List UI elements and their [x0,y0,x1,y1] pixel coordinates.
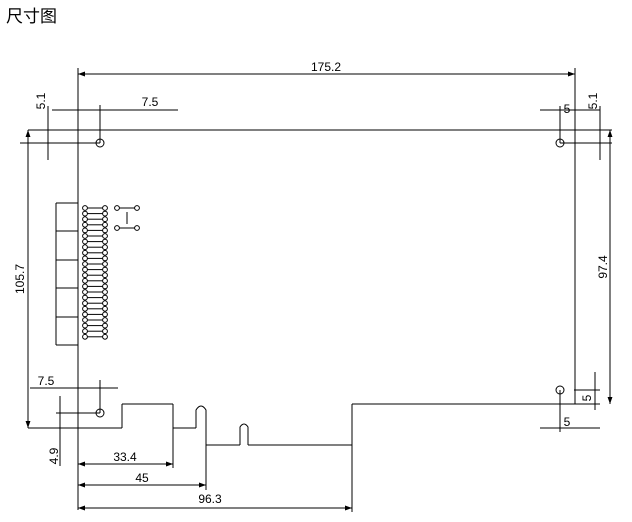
dim-bottom-right-hole-y: 5 [580,394,594,401]
port-pin-pair [82,216,108,223]
port-pin-pair [82,210,108,217]
dim-top-left-offset: 5.1 [34,92,48,109]
dim-overall-width: 175.2 [311,60,341,74]
connector-notch-1 [195,405,207,445]
port-pin-pair [82,221,108,228]
port-pin-pair [82,328,108,335]
port-pin-pair [82,249,108,256]
dim-bottom-left-hole-y: 4.9 [47,447,61,464]
dim-bottom-right-hole-x: 5 [564,415,571,429]
board-outline [28,68,612,510]
dim-connector-end: 96.3 [198,492,222,506]
port-pin-pair [82,238,108,245]
dim-slot-1: 33.4 [113,450,137,464]
port-pins [82,205,140,340]
dim-top-right-offset: 5.1 [586,92,600,109]
dim-top-left-hole-x: 7.5 [142,95,159,109]
port-pin-pair [82,233,108,239]
dim-slot-2: 45 [135,471,149,485]
port-pin-pair [82,227,108,234]
dim-height-left: 105.7 [13,264,27,294]
connector-notch-2 [239,423,249,445]
dim-bottom-left-hole-x: 7.5 [38,374,55,388]
port-pin-pair [114,225,140,231]
port-pin-pair [82,266,108,273]
dim-height-right: 97.4 [596,255,610,279]
port-pin-pair [82,300,108,307]
dim-top-right-hole-x: 5 [564,102,571,116]
port-pin-pair [82,283,108,290]
mounting-holes [95,138,565,418]
dimension-lines [20,68,613,512]
port-pin-pair [82,205,108,211]
drawing-title: 尺寸图 [6,7,57,27]
port-pin-pair [82,277,108,284]
port-pin-pair [82,244,108,251]
port-pin-pair [82,311,108,318]
port-pin-pair [82,294,108,301]
port-pin-pair [82,255,108,262]
port-pin-pair [82,317,108,323]
port-pin-pair [82,333,108,340]
port-pin-pair [82,272,108,279]
port-pin-pair [82,289,108,295]
port-pin-pair [82,322,108,329]
port-pin-pair [82,305,108,312]
io-bracket [55,202,78,346]
port-pin-pair [82,261,108,267]
port-pin-pair [114,205,140,211]
